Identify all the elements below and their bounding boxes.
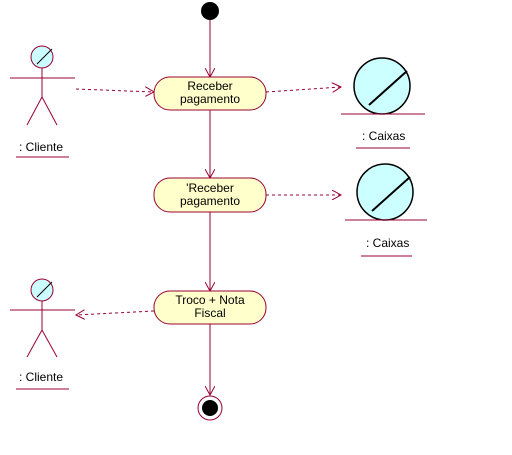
activity-label-3: Troco + Nota Fiscal — [154, 294, 266, 320]
start-node[interactable] — [201, 2, 219, 20]
end-node-inner — [202, 400, 218, 416]
entity-icon — [356, 163, 414, 221]
objflow-actor1-to-a1 — [75, 89, 154, 92]
actor-leg-left — [26, 329, 43, 358]
actor-cliente-2[interactable] — [10, 278, 75, 390]
actor-head-slash — [36, 281, 53, 298]
entity-slash — [371, 176, 411, 212]
activity-troco-nota-fiscal[interactable] — [153, 290, 267, 325]
activity-label-2-line2: pagamento — [179, 194, 241, 208]
actor-head-slash — [36, 48, 53, 65]
actor-label-1: : Cliente — [19, 140, 64, 154]
entity-slash — [368, 70, 408, 106]
object-label-1: : Caixas — [362, 129, 406, 143]
activity-label-2: 'Receber pagamento — [154, 182, 266, 208]
actor-head-icon — [30, 278, 54, 302]
activity-label-1-line2: pagamento — [179, 92, 241, 106]
activity-label-3-line2: Fiscal — [194, 306, 226, 320]
actor-cliente-1[interactable] — [10, 45, 75, 158]
actor-label-2: : Cliente — [19, 370, 64, 384]
object-caixas-2[interactable] — [345, 163, 427, 257]
activity-label-1-line1: Receber — [187, 79, 233, 93]
object-label-2: : Caixas — [366, 236, 410, 250]
objflow-a1-to-obj1 — [265, 87, 341, 92]
activity-label-3-line1: Troco + Nota — [175, 293, 245, 307]
activity-label-1: Receber pagamento — [154, 80, 266, 106]
activity-receber-pagamento[interactable] — [153, 76, 267, 111]
activity-label-2-line1: 'Receber — [186, 181, 234, 195]
object-caixas-1[interactable] — [341, 57, 425, 149]
actor-leg-left — [26, 96, 43, 126]
activity-receber-pagamento-2[interactable] — [153, 177, 267, 213]
entity-icon — [353, 57, 411, 115]
actor-leg-right — [41, 329, 58, 358]
objflow-a3-to-actor2 — [76, 311, 155, 315]
actor-leg-right — [41, 96, 58, 126]
actor-head-icon — [30, 45, 54, 69]
